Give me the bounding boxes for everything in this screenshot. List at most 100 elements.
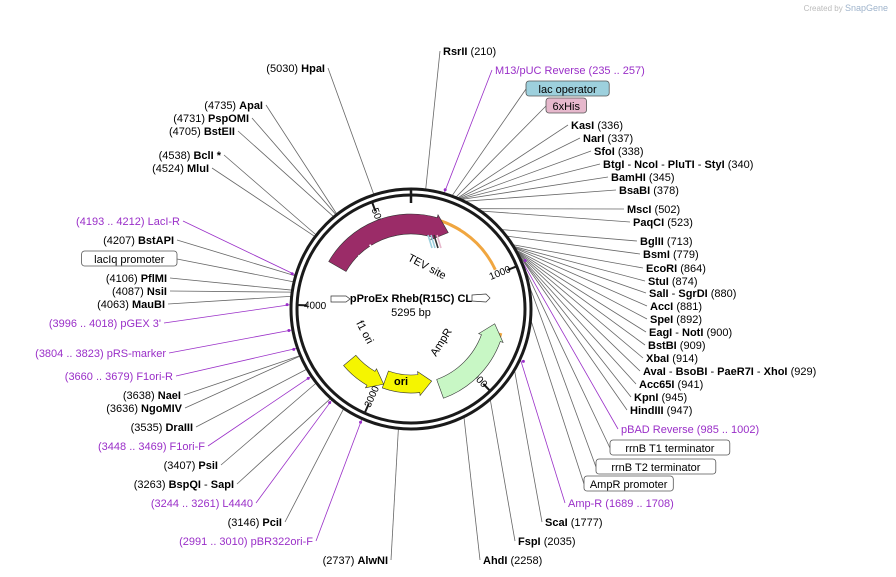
- enzyme-name: PflMI: [141, 273, 167, 285]
- rheb-orf-indicator: [449, 223, 497, 271]
- primer-label-l4440: (3244 .. 3261) L4440: [151, 498, 253, 510]
- leader-line: [522, 261, 619, 430]
- leader-line: [489, 400, 516, 542]
- enzyme-name: KasI: [571, 120, 594, 132]
- feature-box-laciq-promoter: [81, 250, 178, 267]
- leader-line: [516, 249, 648, 320]
- primer-mark: [306, 376, 310, 380]
- enzyme-position: (2737): [323, 555, 355, 567]
- scale-tick-3000: [363, 403, 370, 414]
- enzyme-name: NotI: [682, 327, 703, 339]
- enzyme-name: RsrII: [443, 46, 467, 58]
- enzyme-position: (874): [672, 276, 698, 288]
- enzyme-name: XbaI: [646, 353, 669, 365]
- leader-line: [460, 150, 592, 199]
- leader-line: [517, 251, 646, 346]
- enzyme-label-mlui: (4524) MluI: [152, 163, 209, 175]
- enzyme-label-psii: (3407) PsiI: [164, 460, 218, 472]
- enzyme-name: KpnI: [634, 392, 658, 404]
- leader-line: [519, 255, 637, 385]
- enzyme-label-pcii: (3146) PciI: [228, 517, 282, 529]
- scale-tick-2000: [482, 383, 491, 392]
- enzyme-name: HindIII: [630, 405, 664, 417]
- enzyme-label-rsrii: RsrII (210): [443, 46, 496, 58]
- primer-mark: [285, 303, 289, 307]
- enzyme-position: (338): [618, 146, 644, 158]
- enzyme-position: (4538): [159, 150, 191, 162]
- enzyme-label-bcli: (4538) BclI *: [159, 150, 222, 162]
- map-size: 5295 bp: [391, 307, 431, 319]
- leader-line: [327, 67, 374, 195]
- enzyme-name: ScaI: [545, 517, 568, 529]
- map-title: pProEx Rheb(R15C) CL: [350, 293, 473, 305]
- enzyme-label-hpai: (5030) HpaI: [266, 63, 325, 75]
- f1-ori-label: f1 ori: [353, 319, 375, 346]
- enzyme-position: (4106): [106, 273, 138, 285]
- enzyme-name: StuI: [648, 276, 669, 288]
- snapgene-logo-text: SnapGene: [844, 3, 888, 13]
- leader-line: [514, 246, 646, 282]
- enzyme-name: BspQI: [169, 479, 201, 491]
- leader-line: [458, 124, 569, 198]
- enzyme-position: (378): [653, 185, 679, 197]
- f1-ori-feature-arrow: [343, 354, 385, 389]
- leader-line: [163, 304, 291, 324]
- primer-label-laci-r: (4193 .. 4212) LacI-R: [76, 216, 180, 228]
- enzyme-label-bglii: BglII (713): [640, 236, 693, 248]
- leader-line: [236, 398, 331, 485]
- leader-line: [507, 235, 641, 255]
- feature-box-label-rrnb-t2-terminator: rrnB T2 terminator: [611, 462, 700, 474]
- enzyme-label-sfoi: SfoI (338): [594, 146, 644, 158]
- enzyme-position: (929): [791, 366, 817, 378]
- enzyme-name: NsiI: [147, 286, 167, 298]
- watermark: Created by SnapGene: [804, 3, 888, 13]
- enzyme-label-eagi-noti: EagI - NotI (900): [649, 327, 732, 339]
- enzyme-position: (880): [711, 288, 737, 300]
- enzyme-label-naei: (3638) NaeI: [123, 390, 181, 402]
- enzyme-label-stui: StuI (874): [648, 276, 698, 288]
- leader-line: [220, 383, 316, 466]
- primer-mark: [359, 420, 363, 424]
- enzyme-position: (945): [662, 392, 688, 404]
- scale-tick-1000: [507, 265, 518, 271]
- primer-label-pbr322ori-f: (2991 .. 3010) pBR322ori-F: [179, 536, 313, 548]
- leader-line: [168, 329, 292, 354]
- enzyme-name: BglII: [640, 236, 664, 248]
- enzyme-name: BstBI: [648, 340, 677, 352]
- leader-line: [315, 419, 363, 542]
- enzyme-name: AlwNI: [357, 555, 388, 567]
- enzyme-label-ngomiv: (3636) NgoMIV: [106, 403, 182, 415]
- scale-label-1000: 1000: [488, 264, 513, 283]
- tev-site-label: TEV site: [406, 252, 448, 282]
- leader-line: [502, 229, 638, 242]
- leader-line: [465, 189, 617, 202]
- leader-line: [520, 360, 566, 504]
- enzyme-name: NaeI: [158, 390, 181, 402]
- leader-line: [459, 137, 581, 199]
- enzyme-name: MauBI: [132, 299, 165, 311]
- enzyme-name: EagI: [649, 327, 672, 339]
- enzyme-label-ahdi: AhdI (2258): [483, 555, 542, 567]
- leader-line: [513, 244, 644, 269]
- enzyme-position: (337): [607, 133, 633, 145]
- leader-line: [518, 253, 641, 372]
- leader-line: [169, 290, 292, 293]
- scale-tick-5000: [371, 201, 377, 212]
- enzyme-position: (3535): [131, 422, 163, 434]
- enzyme-name: PspOMI: [208, 113, 249, 125]
- leader-line: [461, 163, 601, 200]
- enzyme-name: AccI: [650, 301, 673, 313]
- enzyme-name: BclI *: [193, 150, 221, 162]
- enzyme-label-acc65i: Acc65I (941): [639, 379, 703, 391]
- enzyme-label-nari: NarI (337): [583, 133, 633, 145]
- enzyme-label-bsmi: BsmI (779): [643, 249, 699, 261]
- tev-region-mark: [427, 234, 433, 249]
- enzyme-position: (3636): [106, 403, 138, 415]
- enzyme-position: (713): [667, 236, 693, 248]
- leader-line: [529, 287, 597, 468]
- leader-line: [255, 400, 332, 504]
- leader-line: [530, 321, 585, 485]
- primer-mark: [521, 359, 525, 363]
- enzyme-name: XhoI: [764, 366, 788, 378]
